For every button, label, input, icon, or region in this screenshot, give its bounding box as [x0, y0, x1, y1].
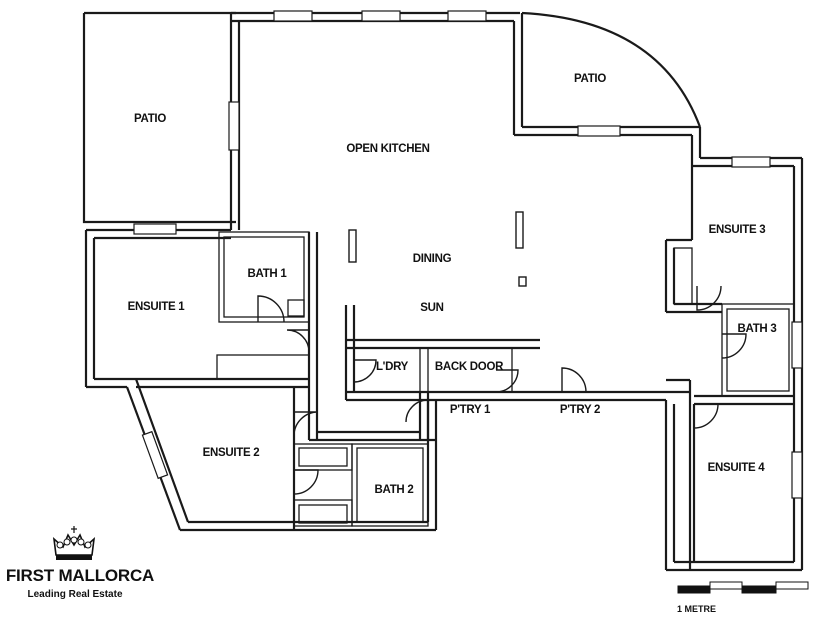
room-label-sun: SUN — [420, 302, 443, 314]
window — [577, 125, 621, 137]
room-label-ensuite-2: ENSUITE 2 — [203, 447, 260, 459]
columns — [348, 211, 527, 287]
room-label-open-kitchen: OPEN KITCHEN — [346, 143, 429, 155]
room-label-patio-right: PATIO — [574, 73, 606, 85]
scale-label: 1 METRE — [677, 604, 717, 614]
window — [228, 101, 240, 151]
room-label-pantry-2: P'TRY 2 — [560, 404, 600, 416]
door-swings — [257, 285, 747, 495]
room-label-ensuite-1: ENSUITE 1 — [128, 301, 186, 313]
brand-name: FIRST MALLORCA — [5, 566, 155, 585]
room-label-bath-1: BATH 1 — [248, 268, 288, 280]
room-label-ensuite-3: ENSUITE 3 — [709, 224, 766, 236]
window — [361, 10, 401, 22]
window — [791, 321, 803, 369]
interior-walls — [136, 231, 795, 570]
windows — [133, 10, 803, 499]
window — [141, 430, 169, 480]
brand-tagline: Leading Real Estate — [27, 589, 123, 600]
room-label-dining: DINING — [413, 253, 452, 265]
room-label-laundry: L'DRY — [376, 361, 409, 373]
room-label-back-door: BACK DOOR — [435, 361, 504, 373]
room-label-bath-3: BATH 3 — [738, 323, 777, 335]
room-label-pantry-1: P'TRY 1 — [450, 404, 491, 416]
crown-icon — [52, 526, 96, 560]
scale-bar — [677, 581, 809, 594]
window — [133, 223, 177, 235]
room-label-patio-left: PATIO — [134, 113, 166, 125]
window — [447, 10, 487, 22]
room-label-ensuite-4: ENSUITE 4 — [708, 462, 766, 474]
room-label-bath-2: BATH 2 — [375, 484, 414, 496]
window — [273, 10, 313, 22]
window — [791, 451, 803, 499]
window — [731, 156, 771, 168]
patio-left-outline — [82, 11, 236, 224]
